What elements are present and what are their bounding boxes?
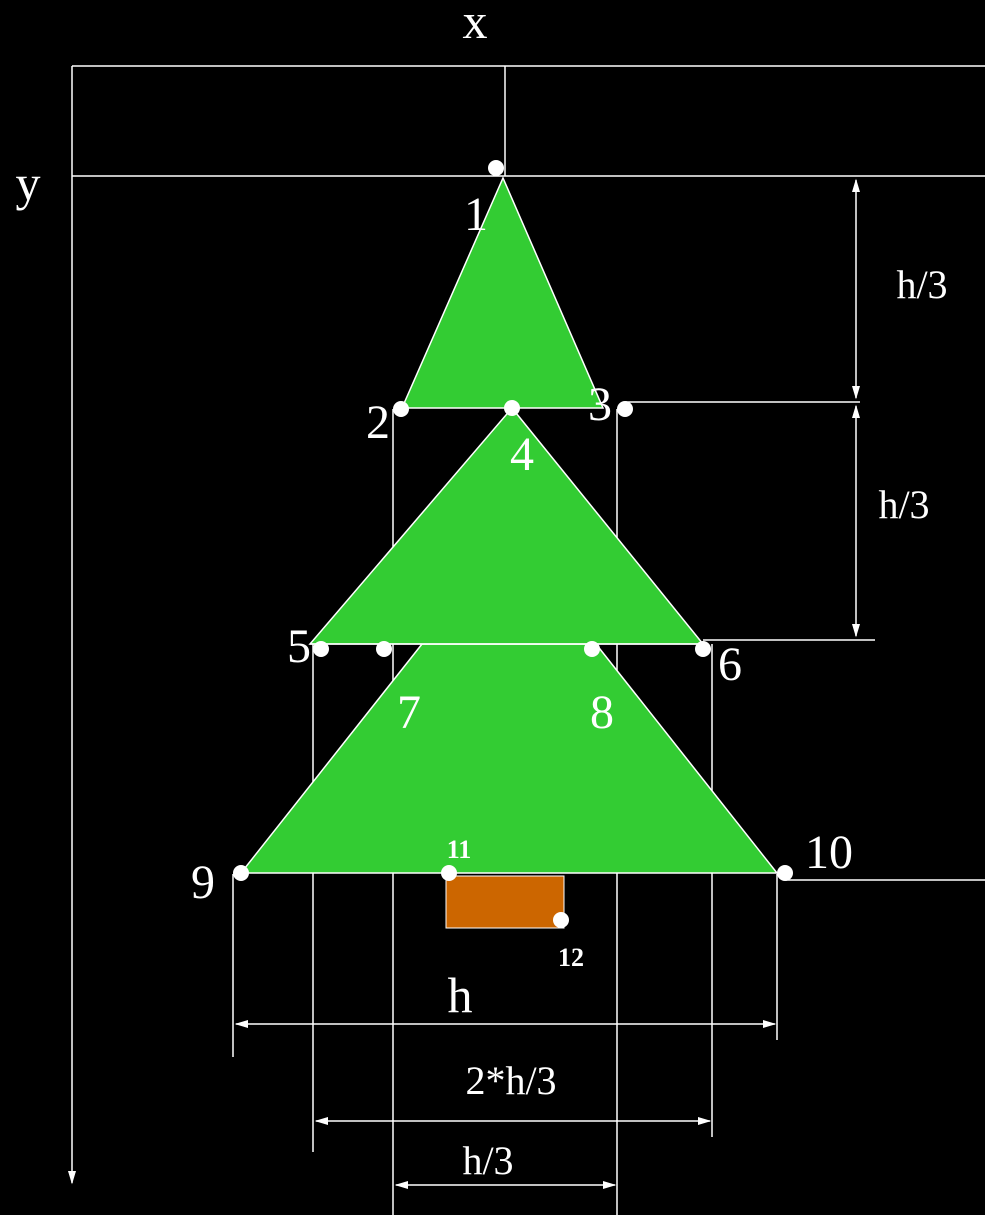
point-1-label: 1 <box>464 188 488 241</box>
point-10-marker <box>777 865 793 881</box>
dim-full-label: h <box>448 967 473 1023</box>
axes: x y <box>16 0 985 1185</box>
y-axis-label: y <box>16 155 41 211</box>
point-7-marker <box>376 641 392 657</box>
point-6-marker <box>695 641 711 657</box>
point-8-label: 8 <box>590 686 614 739</box>
point-4-label: 4 <box>510 428 534 481</box>
dim-two-thirds-label: 2*h/3 <box>465 1058 556 1103</box>
point-3-marker <box>617 401 633 417</box>
point-1-marker <box>488 160 504 176</box>
tree <box>239 176 779 929</box>
point-12-marker <box>553 912 569 928</box>
point-2-label: 2 <box>366 396 390 449</box>
x-axis-label: x <box>463 0 488 49</box>
dim-third-label: h/3 <box>462 1138 513 1183</box>
tree-bottom-tier <box>239 643 779 874</box>
point-5-marker <box>313 641 329 657</box>
point-7-label: 7 <box>397 686 421 739</box>
point-3-label: 3 <box>588 378 612 431</box>
point-11-marker <box>441 865 457 881</box>
point-10-label: 10 <box>805 826 853 879</box>
tree-trunk <box>445 875 565 929</box>
tree-top-tier <box>400 176 605 409</box>
point-11-label: 11 <box>447 835 472 864</box>
dim-vertical-middle-label: h/3 <box>878 482 929 527</box>
point-4-marker <box>504 400 520 416</box>
points: 1 2 3 4 5 6 7 8 9 10 11 12 <box>191 160 853 972</box>
point-9-label: 9 <box>191 856 215 909</box>
point-2-marker <box>393 401 409 417</box>
dim-vertical-top-label: h/3 <box>896 262 947 307</box>
point-9-marker <box>233 865 249 881</box>
dimensions: h/3 h/3 h 2*h/3 h/3 <box>234 178 948 1190</box>
point-6-label: 6 <box>718 638 742 691</box>
point-5-label: 5 <box>287 620 311 673</box>
point-8-marker <box>584 641 600 657</box>
point-12-label: 12 <box>558 943 584 972</box>
